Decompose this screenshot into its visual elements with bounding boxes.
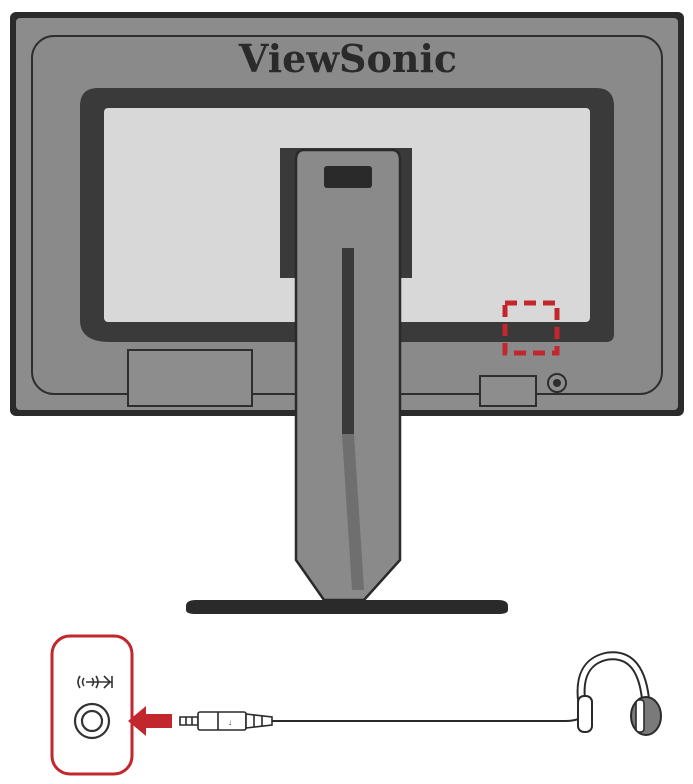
brand-logo: ViewSonic	[238, 36, 457, 81]
headphones-left-cup	[577, 695, 593, 733]
plug-strain-relief	[245, 713, 273, 729]
stand-base	[186, 600, 508, 614]
stand-groove	[342, 248, 354, 434]
audio-cable	[272, 705, 589, 722]
3.5mm-audio-plug-icon: ↓	[179, 711, 273, 731]
plug-tip	[179, 716, 199, 726]
plug-body	[197, 711, 247, 731]
headphones-icon	[576, 651, 662, 736]
audio-port-callout	[50, 634, 134, 776]
stand-handle-slot	[324, 166, 372, 188]
insert-arrow-icon	[128, 706, 172, 736]
monitor-stand	[186, 148, 508, 614]
lock-slot-inner	[553, 379, 561, 387]
audio-jack-ring	[80, 709, 104, 733]
stand-groove-lower	[342, 434, 364, 590]
plug-body-mark: ↓	[228, 718, 232, 727]
lower-left-recess	[127, 349, 253, 407]
headphone-audio-out-icon	[77, 675, 113, 689]
audio-port-location-highlight	[502, 300, 560, 356]
lower-right-port-block	[479, 375, 537, 407]
